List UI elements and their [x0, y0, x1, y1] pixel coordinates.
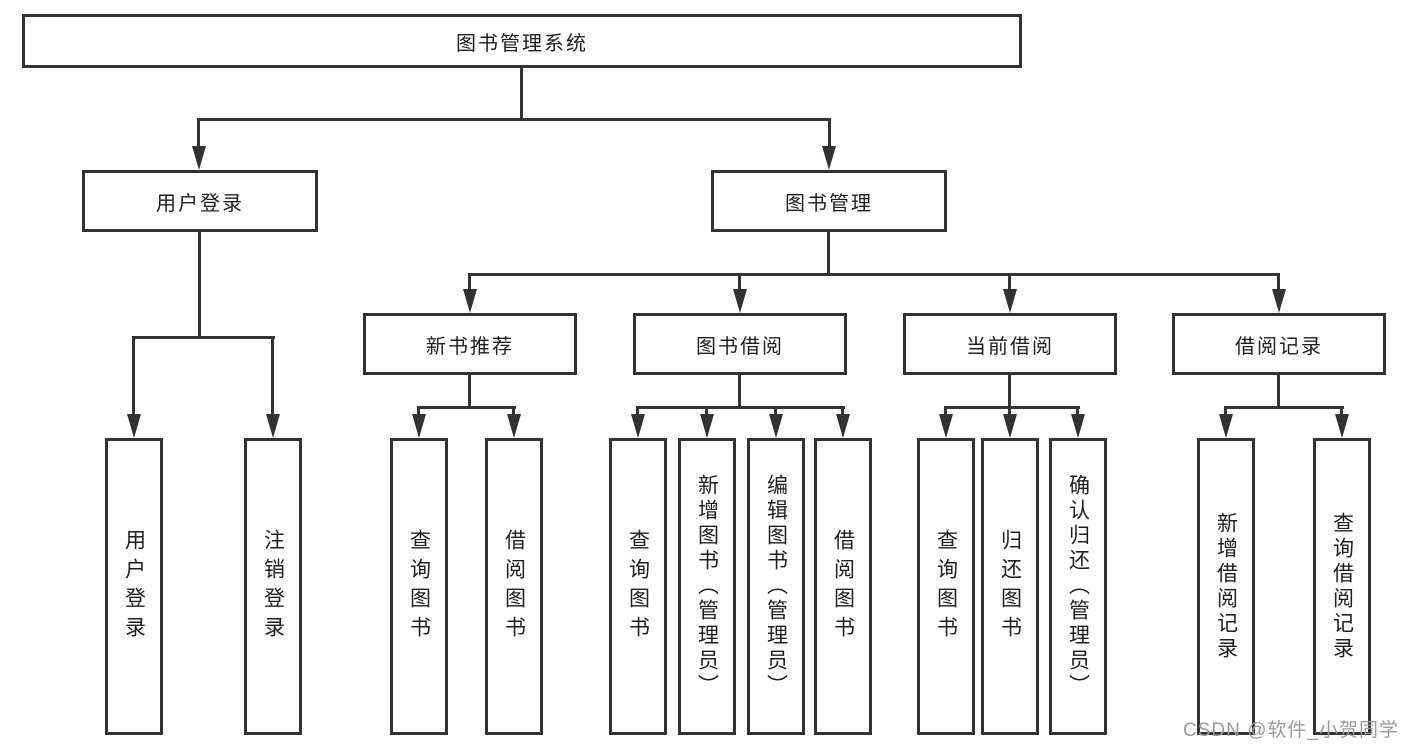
node-user-login: 用户登录	[82, 170, 318, 232]
node-new-book-recommend: 新书推荐	[363, 313, 577, 375]
connector	[841, 406, 844, 416]
node-current-borrow: 当前借阅	[903, 313, 1117, 375]
arrow-down-icon	[822, 146, 836, 170]
arrow-down-icon	[1219, 414, 1233, 438]
connector	[738, 273, 741, 291]
leaf-add-books-admin: 新增图书（管理员）	[678, 438, 736, 735]
leaf-return-books: 归还图书	[981, 438, 1039, 735]
leaf-user-login: 用户登录	[105, 438, 163, 735]
arrow-down-icon	[1335, 414, 1349, 438]
arrow-down-icon	[1003, 414, 1017, 438]
leaf-borrow-books-recommend: 借阅图书	[485, 438, 543, 735]
node-book-borrow: 图书借阅	[633, 313, 847, 375]
connector	[1076, 406, 1079, 416]
connector	[636, 406, 845, 409]
connector	[132, 336, 275, 339]
connector	[1008, 406, 1011, 416]
arrow-down-icon	[769, 414, 783, 438]
arrow-down-icon	[939, 414, 953, 438]
connector	[468, 373, 471, 408]
watermark-text: CSDN @软件_小贺同学	[1183, 720, 1399, 741]
leaf-query-borrow-record: 查询借阅记录	[1313, 438, 1371, 735]
connector	[1008, 373, 1011, 408]
connector	[132, 336, 135, 416]
arrow-down-icon	[733, 289, 747, 313]
connector	[198, 230, 201, 338]
connector	[828, 118, 831, 148]
leaf-logout: 注销登录	[244, 438, 302, 735]
connector	[636, 406, 639, 416]
arrow-down-icon	[463, 289, 477, 313]
connector	[197, 118, 831, 121]
connector	[468, 273, 1280, 276]
connector	[468, 273, 471, 291]
leaf-query-books-borrow: 查询图书	[609, 438, 667, 735]
arrow-down-icon	[127, 414, 141, 438]
arrow-down-icon	[1071, 414, 1085, 438]
connector	[1277, 373, 1280, 408]
connector	[705, 406, 708, 416]
connector	[827, 230, 830, 275]
leaf-add-borrow-record: 新增借阅记录	[1197, 438, 1255, 735]
connector	[197, 118, 200, 148]
leaf-query-books-current: 查询图书	[917, 438, 975, 735]
connector	[417, 406, 516, 409]
node-library-management-system: 图书管理系统	[22, 14, 1022, 68]
leaf-confirm-return-admin: 确认归还（管理员）	[1049, 438, 1107, 735]
connector	[944, 406, 1080, 409]
connector	[271, 336, 274, 416]
connector	[738, 373, 741, 408]
arrow-down-icon	[1272, 289, 1286, 313]
arrow-down-icon	[631, 414, 645, 438]
arrow-down-icon	[836, 414, 850, 438]
arrow-down-icon	[507, 414, 521, 438]
connector	[1224, 406, 1344, 409]
leaf-query-books-recommend: 查询图书	[390, 438, 448, 735]
leaf-borrow-books-borrow: 借阅图书	[814, 438, 872, 735]
arrow-down-icon	[192, 146, 206, 170]
arrow-down-icon	[412, 414, 426, 438]
node-book-management: 图书管理	[711, 170, 947, 232]
connector	[774, 406, 777, 416]
node-borrow-records: 借阅记录	[1172, 313, 1386, 375]
connector	[944, 406, 947, 416]
arrow-down-icon	[1003, 289, 1017, 313]
connector	[417, 406, 420, 416]
leaf-edit-books-admin: 编辑图书（管理员）	[747, 438, 805, 735]
arrow-down-icon	[266, 414, 280, 438]
connector	[512, 406, 515, 416]
connector	[1277, 273, 1280, 291]
connector	[1340, 406, 1343, 416]
connector	[1008, 273, 1011, 291]
connector	[520, 66, 523, 121]
arrow-down-icon	[700, 414, 714, 438]
connector	[1224, 406, 1227, 416]
